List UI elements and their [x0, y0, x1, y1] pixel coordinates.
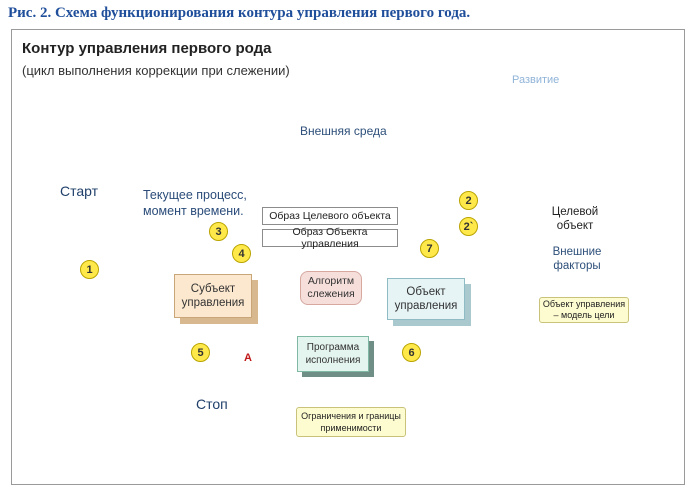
object-box: Объект управления [387, 278, 465, 320]
image-goal-box: Образ Целевого объекта [262, 207, 398, 225]
subject-box: Субъект управления [174, 274, 252, 318]
algorithm-box: Алгоритм слежения [300, 271, 362, 305]
step-marker-5: 5 [191, 343, 210, 362]
step-marker-2-prime: 2` [459, 217, 478, 236]
stop-label: Стоп [196, 396, 228, 412]
object-model-box: Объект управления – модель цели [539, 297, 629, 323]
step-marker-2: 2 [459, 191, 478, 210]
step-marker-3: 3 [209, 222, 228, 241]
step-marker-7: 7 [420, 239, 439, 258]
step-marker-6: 6 [402, 343, 421, 362]
limits-box: Ограничения и границы применимости [296, 407, 406, 437]
start-label: Старт [60, 183, 99, 199]
external-factors-label: Внешние факторы [552, 246, 602, 272]
external-environment-label: Внешняя среда [300, 124, 387, 138]
step-marker-4: 4 [232, 244, 251, 263]
decision-label: A [244, 352, 252, 364]
program-box: Программа исполнения [297, 336, 369, 372]
step-marker-1: 1 [80, 260, 99, 279]
goal-object-label: Целевой объект [551, 206, 599, 232]
diagram-subtitle: (цикл выполнения коррекции при слежении) [22, 63, 290, 78]
diagram-title: Контур управления первого рода [22, 40, 272, 57]
current-process-label: Текущее процесс, момент времени. [143, 188, 247, 218]
figure-caption: Рис. 2. Схема функционирования контура у… [8, 5, 471, 21]
development-label: Развитие [512, 74, 560, 86]
image-object-box: Образ Объекта управления [262, 226, 398, 250]
